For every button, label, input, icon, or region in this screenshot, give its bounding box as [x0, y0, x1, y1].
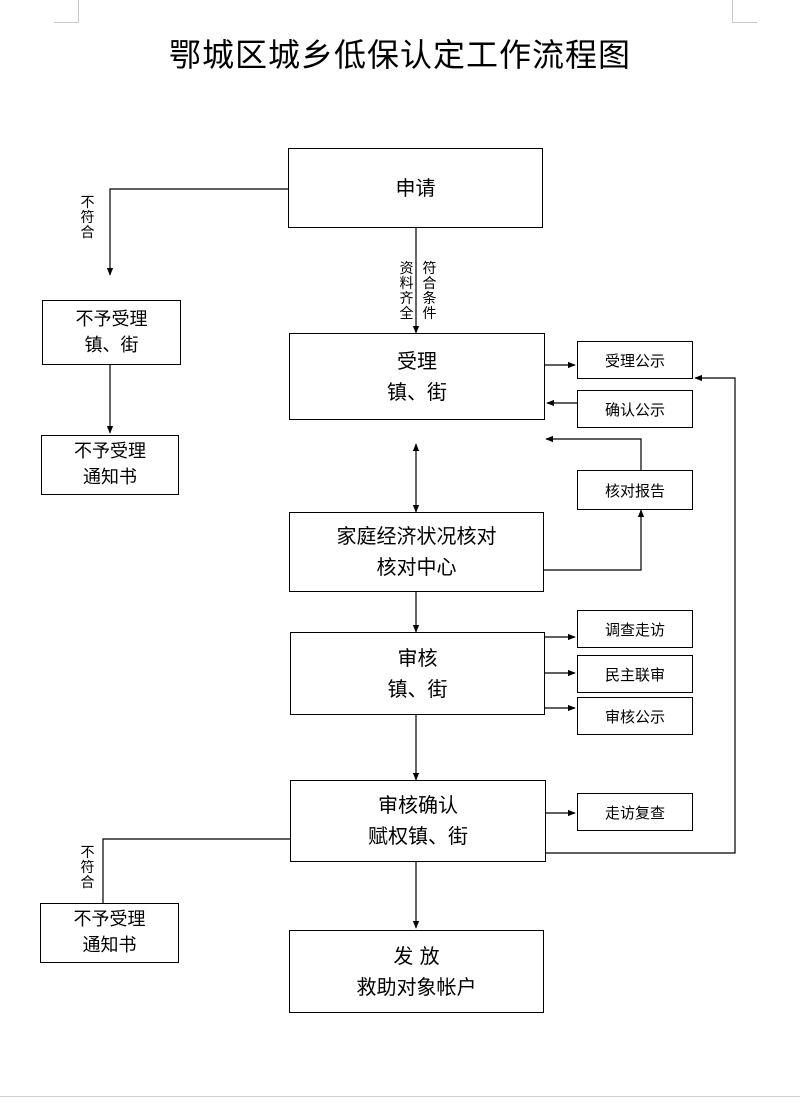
node-review-public-label: 审核公示	[604, 707, 665, 726]
node-confirm-public-label: 确认公示	[604, 400, 665, 419]
edge-econ-report	[544, 509, 645, 571]
edge-confirm-reject	[99, 838, 290, 916]
node-survey: 调查走访	[577, 610, 693, 648]
page-bottom-divider	[0, 1096, 800, 1097]
corner-mark-left	[54, 0, 79, 23]
node-verify-report-label: 核对报告	[604, 481, 665, 500]
node-review: 审核 镇、街	[290, 632, 545, 715]
node-reject-notice-2: 不予受理 通知书	[40, 903, 179, 963]
node-reject-notice-2-line1: 不予受理	[73, 909, 146, 930]
node-revisit: 走访复查	[577, 793, 693, 831]
node-apply-label: 申请	[395, 175, 436, 200]
node-confirm-public: 确认公示	[577, 390, 693, 428]
node-review-line2: 镇、街	[387, 676, 448, 701]
node-accept-line2: 镇、街	[387, 379, 447, 404]
node-democratic-review-label: 民主联审	[604, 665, 665, 684]
node-apply: 申请	[288, 148, 543, 228]
node-reject-line2: 镇、街	[84, 334, 139, 356]
node-econ-check-line1: 家庭经济状况核对	[336, 524, 497, 548]
node-accept: 受理 镇、街	[289, 333, 545, 420]
edge-label-not-qualified-1: 不符合	[80, 195, 95, 241]
node-confirm-line1: 审核确认	[378, 793, 458, 817]
node-review-public: 审核公示	[577, 697, 693, 735]
edge-label-meets-conditions: 符合条件	[422, 261, 437, 322]
node-econ-check-line2: 核对中心	[376, 555, 457, 579]
page-title: 鄂城区城乡低保认定工作流程图	[168, 36, 631, 74]
node-survey-label: 调查走访	[604, 620, 665, 639]
node-issue-line1: 发 放	[393, 943, 440, 968]
node-econ-check: 家庭经济状况核对 核对中心	[289, 512, 544, 592]
node-revisit-label: 走访复查	[604, 803, 665, 822]
edge-apply-reject	[106, 188, 288, 276]
node-confirm: 审核确认 赋权镇、街	[290, 780, 546, 862]
node-reject-notice-1: 不予受理 通知书	[41, 435, 179, 495]
edge-label-not-qualified-2: 不符合	[80, 845, 95, 891]
node-accept-public: 受理公示	[577, 341, 693, 379]
edge-confirm-loop	[546, 374, 736, 854]
node-reject: 不予受理 镇、街	[42, 300, 181, 365]
node-issue-line2: 救助对象帐户	[356, 974, 477, 999]
node-reject-notice-1-line1: 不予受理	[74, 441, 146, 462]
node-accept-public-label: 受理公示	[604, 351, 665, 370]
node-democratic-review: 民主联审	[577, 655, 693, 693]
node-accept-line1: 受理	[397, 348, 437, 373]
node-confirm-line2: 赋权镇、街	[368, 824, 468, 848]
node-reject-notice-2-line2: 通知书	[82, 935, 137, 956]
edge-report-accept	[545, 435, 642, 470]
node-review-line1: 审核	[397, 645, 438, 670]
node-reject-line1: 不予受理	[75, 308, 148, 330]
node-verify-report: 核对报告	[577, 470, 693, 510]
node-reject-notice-1-line2: 通知书	[83, 467, 137, 488]
corner-mark-right	[732, 0, 757, 23]
node-issue: 发 放 救助对象帐户	[289, 930, 544, 1013]
edge-label-materials-complete: 资料齐全	[399, 261, 414, 322]
